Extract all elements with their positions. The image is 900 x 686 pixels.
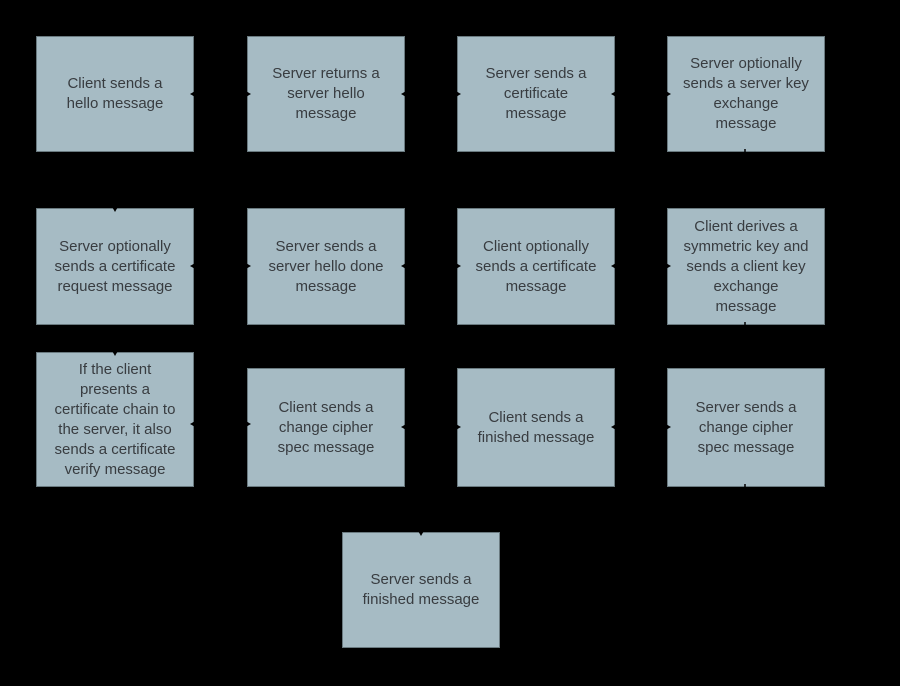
- connector-n9-n10: [190, 419, 251, 429]
- connector-line: [114, 322, 746, 352]
- connector-n11-n12: [611, 422, 671, 432]
- connector-n1-n2: [190, 89, 251, 99]
- connector-n4-n5: [110, 149, 746, 212]
- connector-n3-n4: [611, 89, 671, 99]
- connector-n7-n8: [611, 261, 671, 271]
- connector-n5-n6: [190, 261, 251, 271]
- connector-n12-n13: [416, 484, 746, 536]
- connector-line: [114, 149, 746, 208]
- connector-n8-n9: [110, 322, 746, 356]
- connector-line: [420, 484, 746, 532]
- connector-n2-n3: [401, 89, 461, 99]
- connector-n10-n11: [401, 422, 461, 432]
- connector-n6-n7: [401, 261, 461, 271]
